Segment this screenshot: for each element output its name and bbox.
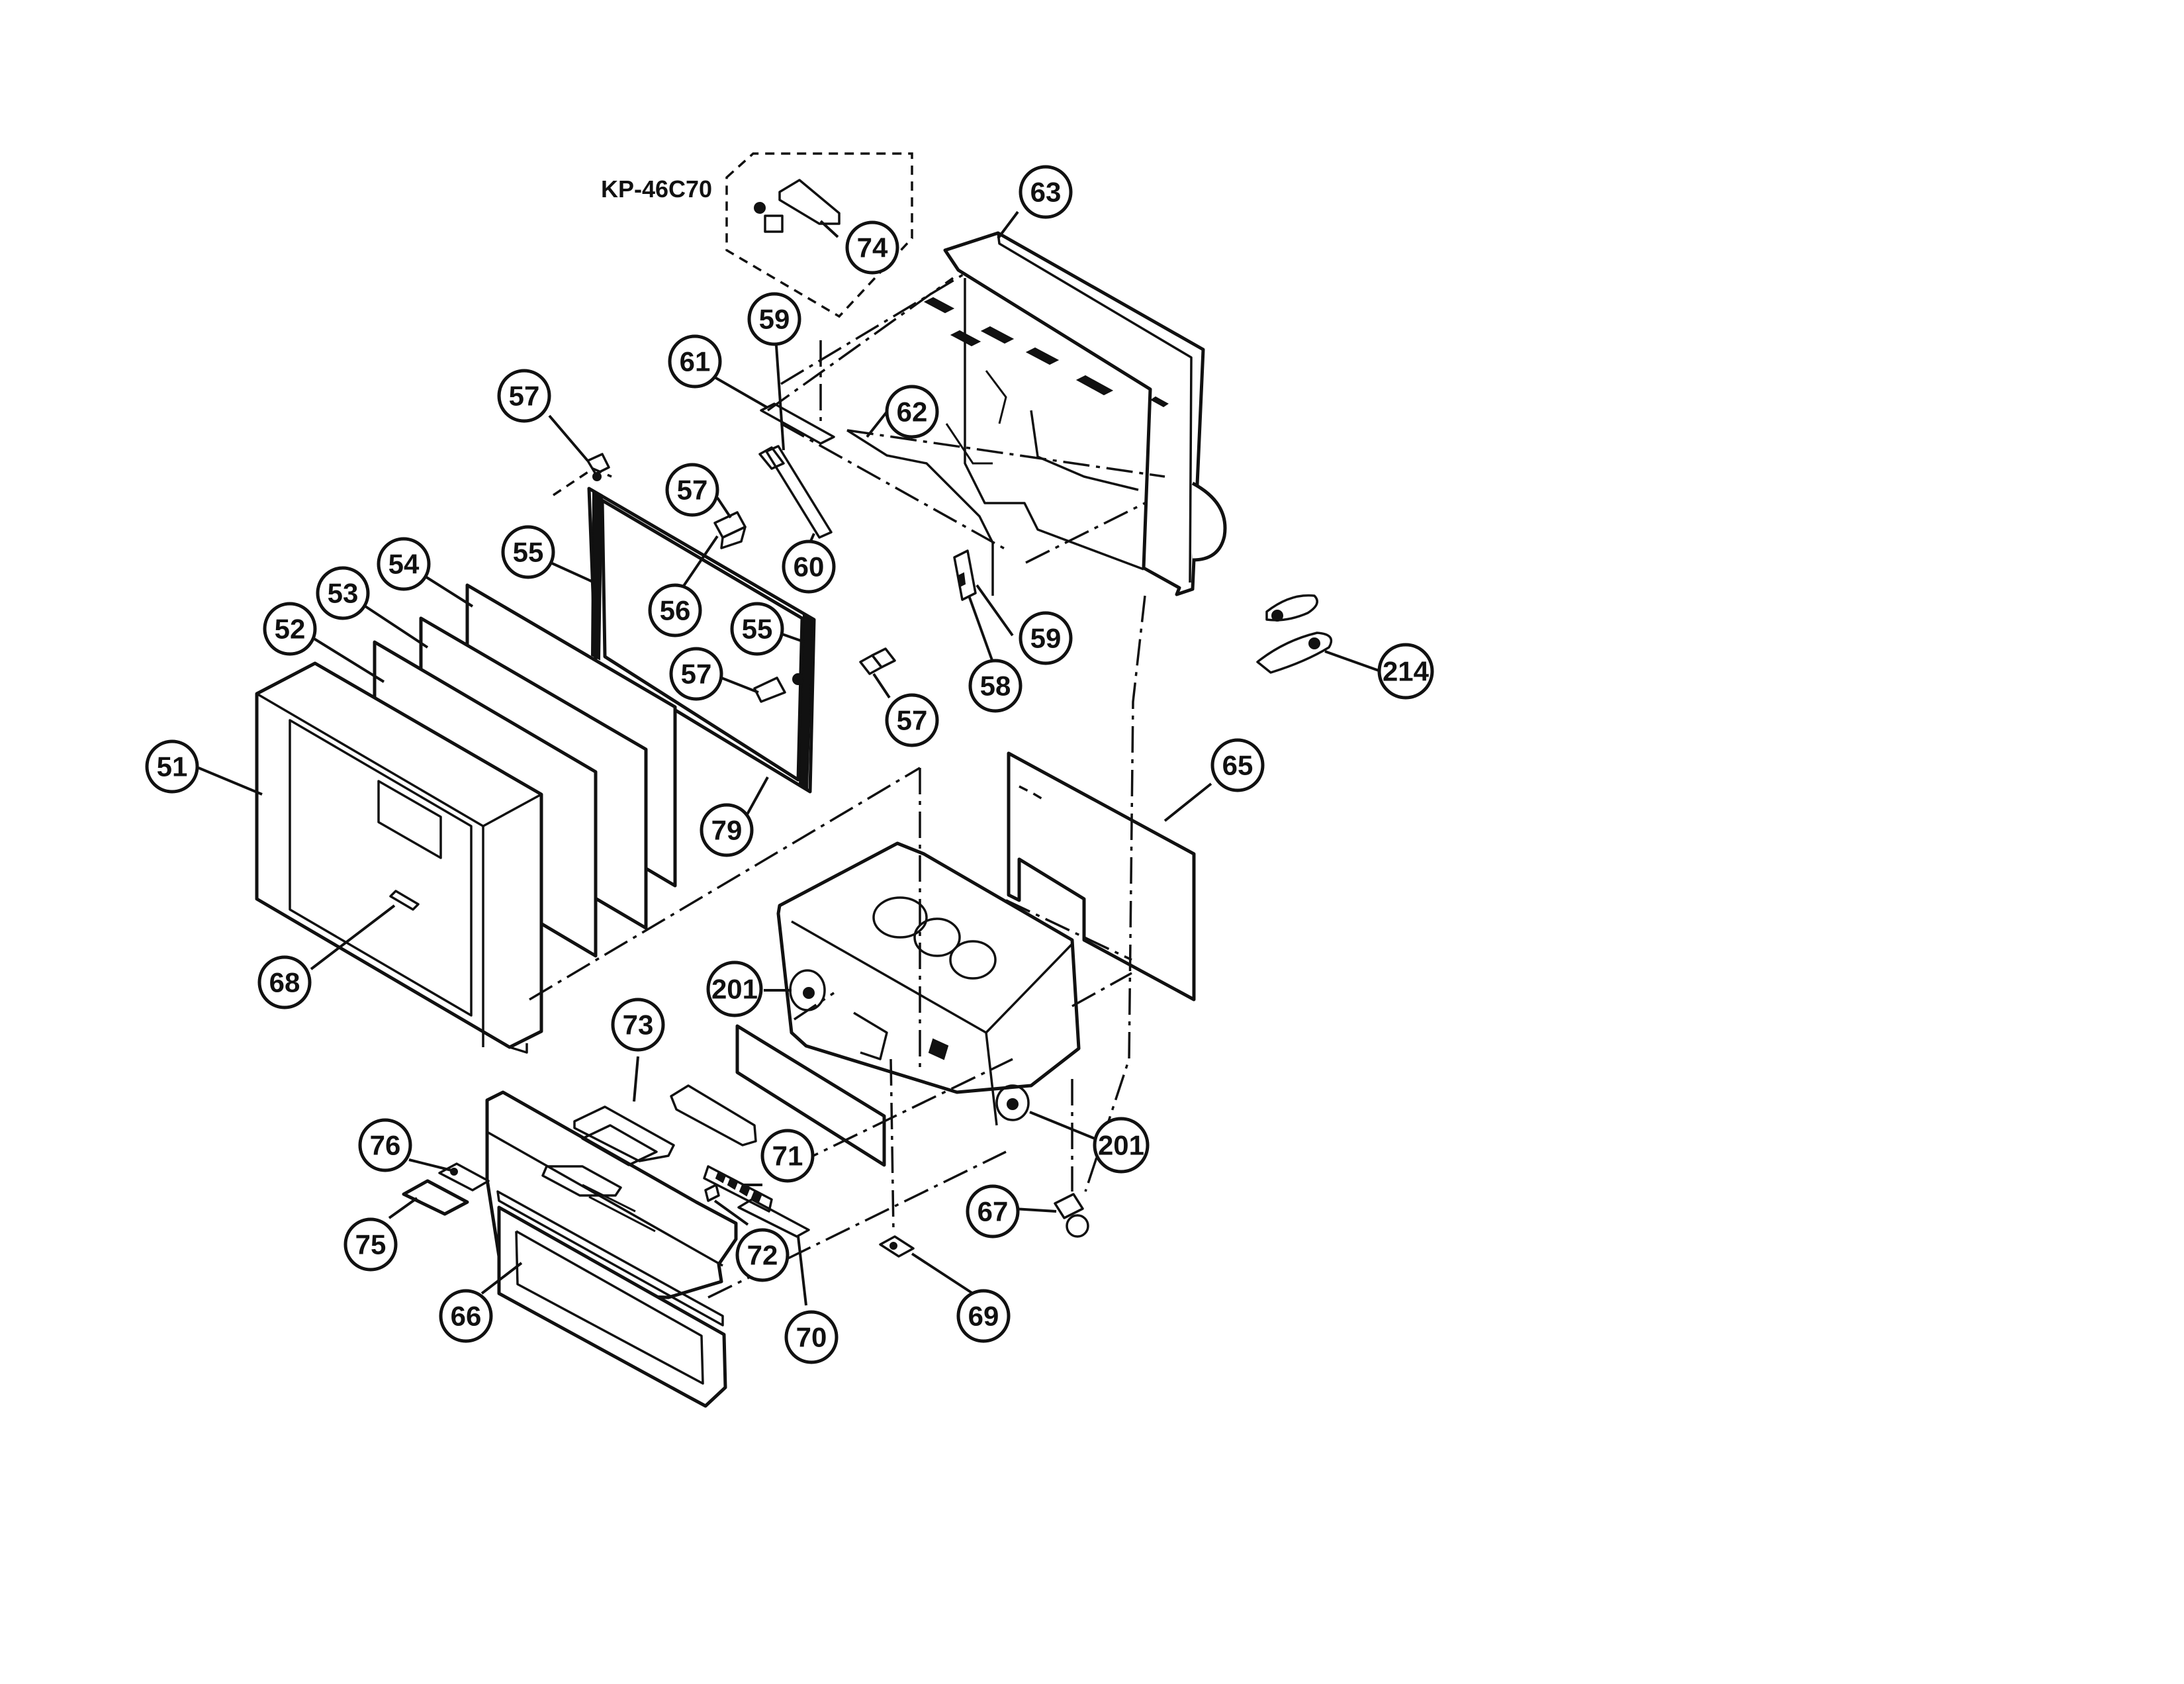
part-76-small-bracket bbox=[438, 1162, 490, 1192]
callout-70: 70 bbox=[784, 1310, 839, 1364]
svg-text:57: 57 bbox=[681, 659, 712, 690]
svg-text:60: 60 bbox=[794, 551, 825, 583]
svg-text:201: 201 bbox=[1098, 1130, 1144, 1161]
svg-text:69: 69 bbox=[968, 1301, 999, 1332]
part-70-strip bbox=[737, 1198, 810, 1238]
svg-text:61: 61 bbox=[680, 346, 711, 377]
svg-text:71: 71 bbox=[772, 1141, 803, 1172]
svg-text:214: 214 bbox=[1383, 656, 1430, 687]
callout-54: 54 bbox=[377, 537, 431, 591]
callout-76: 76 bbox=[358, 1118, 412, 1172]
part-65-circuit-board bbox=[1007, 751, 1196, 1002]
svg-text:55: 55 bbox=[513, 537, 544, 568]
svg-text:62: 62 bbox=[897, 397, 928, 428]
callout-55-right: 55 bbox=[730, 602, 784, 656]
callout-74: 74 bbox=[845, 220, 899, 275]
svg-text:76: 76 bbox=[370, 1130, 401, 1161]
callout-214: 214 bbox=[1377, 643, 1434, 700]
callout-65: 65 bbox=[1210, 738, 1265, 792]
callout-73: 73 bbox=[611, 998, 665, 1052]
part-74-bracket bbox=[754, 179, 841, 233]
callout-63: 63 bbox=[1019, 165, 1073, 219]
svg-text:58: 58 bbox=[980, 671, 1011, 702]
callout-53: 53 bbox=[316, 566, 370, 620]
part-57-clip-mid bbox=[753, 673, 804, 703]
svg-text:65: 65 bbox=[1222, 750, 1253, 781]
callout-56: 56 bbox=[648, 583, 702, 637]
part-61-strip bbox=[760, 402, 835, 445]
part-57-clip-top bbox=[586, 453, 610, 481]
callout-51: 51 bbox=[145, 739, 199, 794]
svg-text:79: 79 bbox=[711, 815, 743, 846]
svg-text:55: 55 bbox=[742, 614, 773, 645]
control-strip bbox=[541, 1165, 656, 1233]
svg-text:59: 59 bbox=[759, 304, 790, 335]
svg-text:59: 59 bbox=[1030, 623, 1062, 654]
callout-58: 58 bbox=[968, 659, 1023, 713]
svg-text:201: 201 bbox=[711, 974, 758, 1005]
callout-55-left: 55 bbox=[501, 525, 555, 579]
callout-61: 61 bbox=[668, 334, 722, 389]
svg-text:66: 66 bbox=[451, 1301, 482, 1332]
callout-59-top: 59 bbox=[747, 292, 801, 346]
model-label: KP-46C70 bbox=[601, 175, 712, 203]
callout-59-bottom: 59 bbox=[1019, 611, 1073, 665]
callout-57-right: 57 bbox=[885, 693, 939, 747]
svg-text:68: 68 bbox=[269, 967, 300, 998]
part-69-bracket bbox=[879, 1235, 915, 1258]
leader-lines bbox=[198, 210, 1381, 1306]
callout-69: 69 bbox=[956, 1289, 1011, 1343]
part-66-lower-front-panel bbox=[485, 1084, 810, 1408]
part-58-bracket bbox=[953, 549, 977, 601]
svg-text:53: 53 bbox=[328, 578, 359, 609]
part-55-screen-frame bbox=[553, 453, 896, 794]
part-63-rear-cabinet bbox=[923, 231, 1227, 596]
callout-67: 67 bbox=[966, 1184, 1020, 1239]
svg-text:54: 54 bbox=[388, 549, 420, 580]
kp46c70-inset: KP-46C70 bbox=[601, 152, 913, 318]
part-73-bracket bbox=[573, 1105, 675, 1166]
svg-text:73: 73 bbox=[623, 1009, 654, 1041]
part-57-clip-right bbox=[859, 647, 896, 675]
chassis-block bbox=[735, 841, 1081, 1167]
svg-text:52: 52 bbox=[275, 614, 306, 645]
callout-62: 62 bbox=[885, 385, 939, 439]
svg-text:57: 57 bbox=[509, 381, 540, 412]
callout-71: 71 bbox=[760, 1129, 815, 1183]
svg-text:57: 57 bbox=[677, 475, 708, 506]
callout-66: 66 bbox=[439, 1289, 493, 1343]
cabinet-ribs bbox=[923, 297, 1169, 465]
callout-57-mid: 57 bbox=[669, 647, 723, 701]
callout-52: 52 bbox=[263, 602, 317, 656]
guide-lines bbox=[529, 271, 1165, 1299]
part-62-panel bbox=[846, 429, 994, 596]
callout-201-right: 201 bbox=[1093, 1117, 1150, 1174]
svg-text:75: 75 bbox=[355, 1229, 387, 1260]
svg-text:57: 57 bbox=[897, 705, 928, 736]
callout-68: 68 bbox=[257, 955, 312, 1009]
part-51-front-bezel bbox=[255, 661, 543, 1054]
svg-text:67: 67 bbox=[978, 1196, 1009, 1227]
callout-57-upper: 57 bbox=[665, 463, 719, 517]
svg-text:63: 63 bbox=[1030, 177, 1062, 208]
part-75-cover bbox=[402, 1179, 469, 1216]
side-bracket bbox=[670, 1084, 757, 1146]
part-72-button bbox=[704, 1184, 720, 1202]
callout-79: 79 bbox=[700, 803, 754, 857]
part-67-caster bbox=[1054, 1193, 1089, 1238]
callout-75: 75 bbox=[343, 1217, 398, 1272]
callout-72: 72 bbox=[735, 1228, 790, 1282]
callout-57-top: 57 bbox=[497, 369, 551, 423]
svg-text:51: 51 bbox=[157, 751, 188, 782]
svg-text:70: 70 bbox=[796, 1322, 827, 1353]
svg-text:56: 56 bbox=[660, 595, 691, 626]
callout-201-left: 201 bbox=[706, 960, 763, 1017]
part-60-rail bbox=[758, 445, 833, 539]
part-214-power-cord bbox=[1256, 594, 1333, 674]
svg-text:72: 72 bbox=[747, 1240, 778, 1271]
callout-60: 60 bbox=[782, 539, 836, 594]
svg-text:74: 74 bbox=[857, 232, 888, 263]
